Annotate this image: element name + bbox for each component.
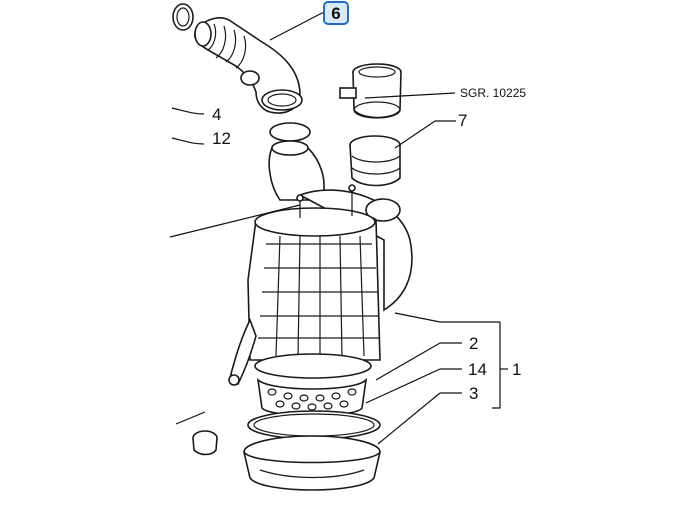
leader-2 (375, 342, 441, 381)
leader-4 (171, 107, 205, 115)
callout-3[interactable]: 3 (469, 384, 478, 403)
callout-12[interactable]: 12 (212, 129, 231, 148)
leader-14 (365, 368, 441, 404)
leader-housing (169, 204, 301, 238)
leader-12 (171, 137, 205, 145)
rubber-sleeve (349, 135, 401, 187)
callout-7[interactable]: 7 (458, 111, 467, 130)
bracket-1 (492, 322, 501, 409)
callout-1[interactable]: 1 (512, 360, 521, 379)
leader-3 (377, 392, 441, 445)
filter-element (254, 353, 372, 417)
callout-4[interactable]: 4 (212, 105, 221, 124)
callout-6-label: 6 (331, 4, 340, 23)
rubber-grommet (192, 430, 218, 456)
callout-2[interactable]: 2 (469, 334, 478, 353)
leader-lines (169, 12, 508, 445)
leader-7 (394, 120, 436, 149)
callout-6-highlight (323, 1, 349, 25)
duct-connector (268, 122, 325, 201)
leader-6 (269, 12, 323, 41)
filter-housing (228, 184, 413, 386)
callout-6[interactable]: 6 (323, 1, 349, 25)
reference-code: SGR. 10225 (460, 86, 526, 100)
leader-1-top (394, 312, 500, 323)
clamp-ring (172, 3, 194, 31)
callout-14[interactable]: 14 (468, 360, 487, 379)
bottom-cover (243, 435, 381, 491)
airflow-sensor (339, 63, 402, 119)
intake-hose (193, 17, 303, 114)
sealing-ring (247, 410, 381, 440)
leader-sgr (364, 92, 456, 99)
leader-grommet (175, 411, 206, 425)
